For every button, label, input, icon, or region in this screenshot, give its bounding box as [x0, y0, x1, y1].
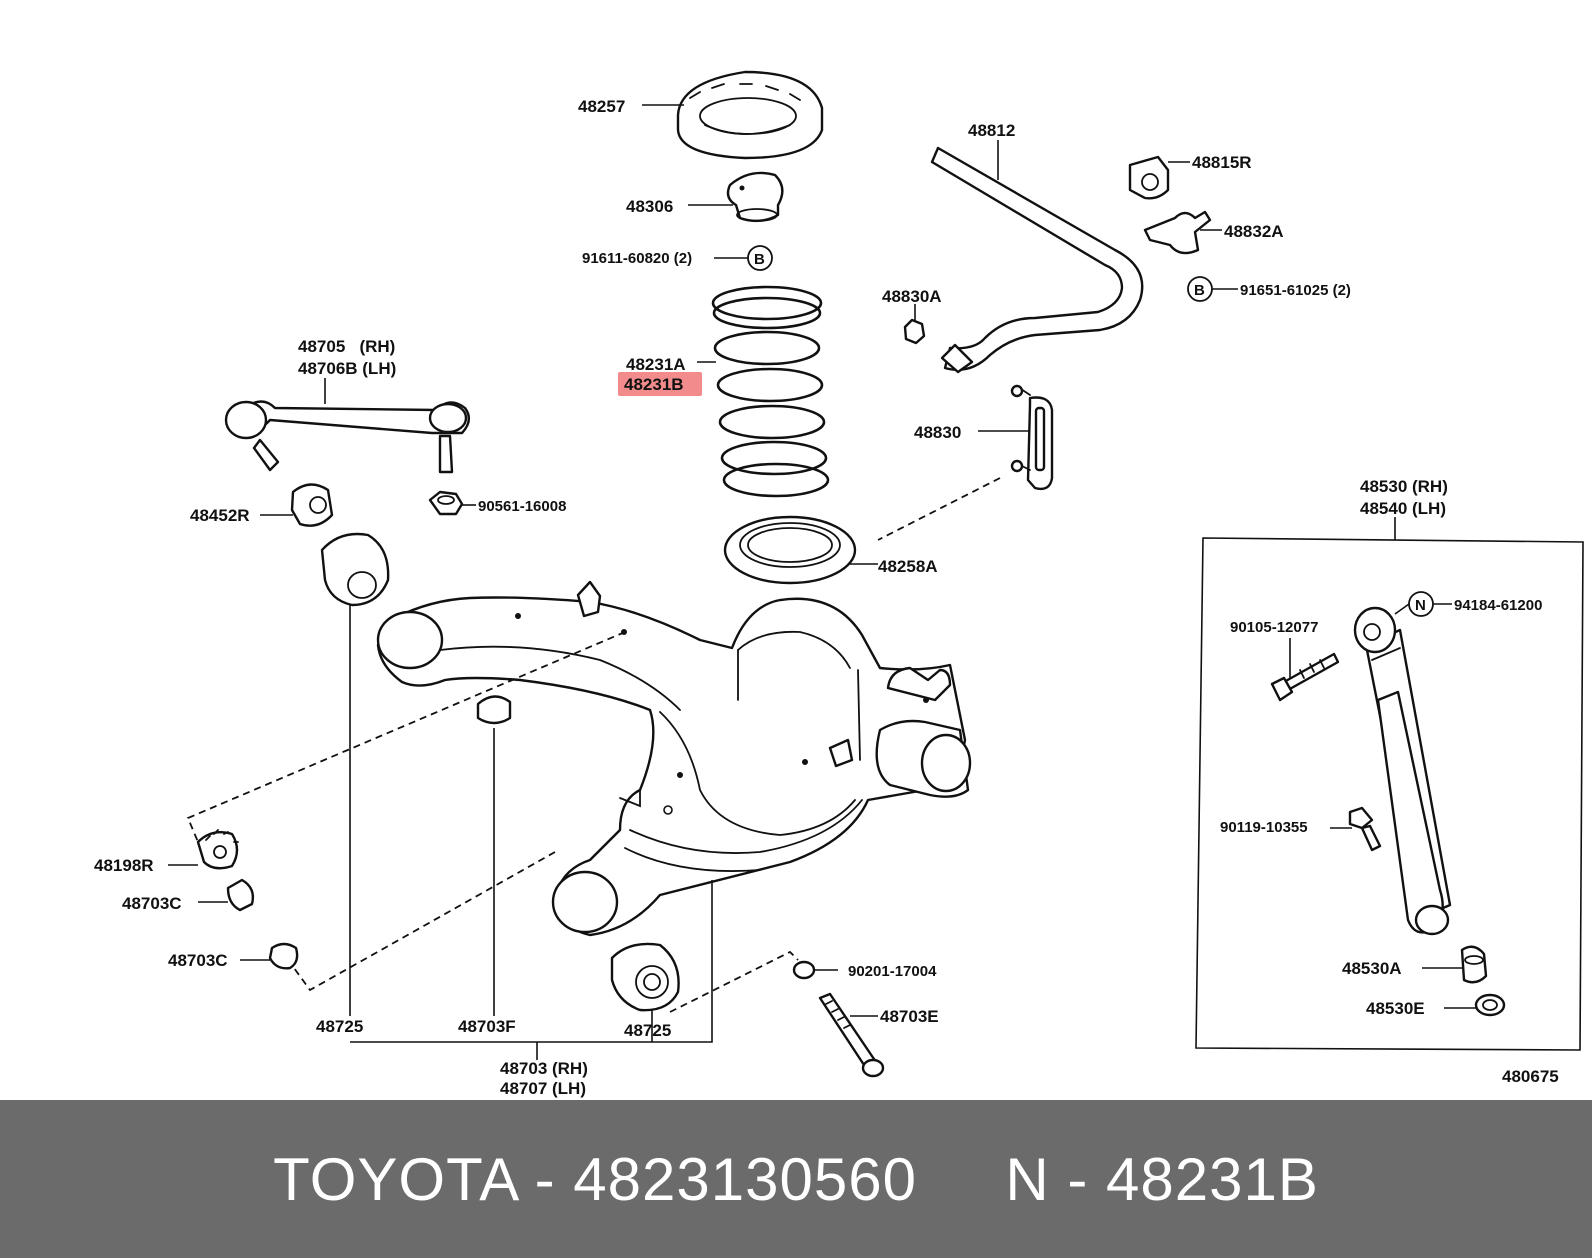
label-94184-61200: 94184-61200 [1454, 597, 1542, 614]
arm-bushing-left [320, 532, 390, 607]
label-48830: 48830 [914, 423, 961, 442]
arm-bushing-198 [196, 829, 239, 870]
highlight-box [618, 372, 702, 396]
label-48832A: 48832A [1224, 222, 1284, 241]
label-48258A: 48258A [878, 557, 938, 576]
shock-absorber [1353, 606, 1452, 936]
arm-stopper [476, 695, 512, 725]
n-badge: N [1415, 597, 1426, 614]
upper-spring-seat [676, 70, 824, 160]
label-90201-17004: 90201-17004 [848, 963, 937, 980]
coil-spring [711, 285, 830, 498]
label-48703C-1: 48703C [122, 894, 182, 913]
lower-spring-seat [723, 515, 857, 585]
stabilizer-link [1010, 384, 1054, 491]
shock-cushion [1460, 945, 1488, 984]
label-48830A: 48830A [882, 287, 942, 306]
label-91611-60820: 91611-60820 (2) [582, 250, 692, 267]
label-90561-16008: 90561-16008 [478, 498, 566, 515]
footer-part-number: TOYOTA - 4823130560 N - 48231B [273, 1145, 1319, 1213]
label-48257: 48257 [578, 97, 625, 116]
label-48705-rh: 48705 (RH) [298, 337, 395, 356]
label-48540-lh: 48540 (LH) [1360, 499, 1446, 518]
label-48725-left: 48725 [316, 1017, 363, 1036]
shock-lower-bolt [1348, 806, 1382, 852]
label-48198R: 48198R [94, 856, 154, 875]
bump-stopper [726, 171, 784, 223]
label-48530E: 48530E [1366, 999, 1425, 1018]
label-48703F: 48703F [458, 1017, 516, 1036]
b-badge-right: B [1194, 282, 1205, 299]
arm-bolt [818, 992, 885, 1078]
shock-bolt [1270, 652, 1340, 702]
link-nut [903, 318, 926, 345]
label-48812: 48812 [968, 121, 1015, 140]
parts-diagram: 48257 48306 91611-60820 (2) B 48231A 482… [94, 70, 1584, 1098]
stabilizer-bracket [1143, 210, 1212, 255]
b-badge-left: B [754, 251, 765, 268]
lateral-rod-bushing [290, 483, 334, 527]
shock-box [1195, 537, 1584, 1051]
label-48703C-2: 48703C [168, 951, 228, 970]
label-48703E: 48703E [880, 1007, 939, 1026]
stabilizer-bushing [1128, 155, 1170, 200]
label-48231B: 48231B [624, 375, 684, 394]
lateral-rod-nut [428, 490, 464, 516]
label-48706B-lh: 48706B (LH) [298, 359, 396, 378]
arm-collar-2 [268, 942, 299, 970]
label-48815R: 48815R [1192, 153, 1252, 172]
footer-bar: TOYOTA - 4823130560 N - 48231B [0, 1100, 1592, 1258]
label-48231A: 48231A [626, 355, 686, 374]
label-48707-lh: 48707 (LH) [500, 1079, 586, 1098]
trailing-arm [376, 580, 972, 937]
label-48452R: 48452R [190, 506, 250, 525]
label-91651-61025: 91651-61025 (2) [1240, 282, 1351, 299]
label-48725-right: 48725 [624, 1021, 671, 1040]
stabilizer-bar [930, 146, 1144, 374]
lateral-rod [224, 400, 470, 474]
label-48306: 48306 [626, 197, 673, 216]
label-48530-rh: 48530 (RH) [1360, 477, 1448, 496]
arm-collar-1 [226, 878, 255, 912]
label-48530A: 48530A [1342, 959, 1402, 978]
arm-bushing-right [610, 942, 680, 1012]
label-90119-10355: 90119-10355 [1220, 819, 1308, 836]
label-90105-12077: 90105-12077 [1230, 619, 1318, 636]
label-48703-rh: 48703 (RH) [500, 1059, 588, 1078]
figure-number: 480675 [1502, 1067, 1559, 1086]
